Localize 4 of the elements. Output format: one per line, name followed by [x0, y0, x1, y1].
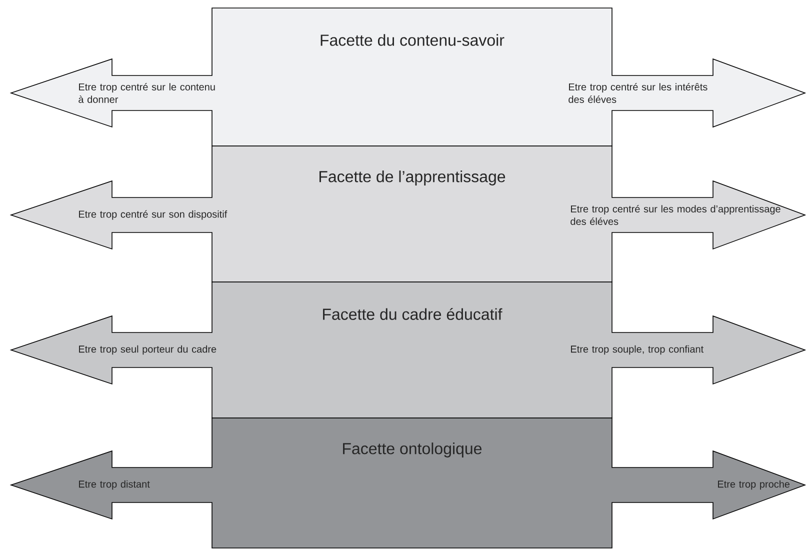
double-arrow-band: Facette ontologique Etre trop distant Etre trop proche	[10, 418, 806, 548]
double-arrow-band: Facette de l’apprentissage Etre trop centré sur son dispositif Etre trop centré sur les modes d’apprentissage des éléves	[10, 146, 806, 282]
double-arrow-band: Facette du contenu-savoir Etre trop centré sur le contenu à donner Etre trop centré sur les intérêts des éléves	[10, 8, 806, 146]
double-arrow-band: Facette du cadre éducatif Etre trop seul porteur du cadre Etre trop souple, trop confiant	[10, 282, 806, 418]
